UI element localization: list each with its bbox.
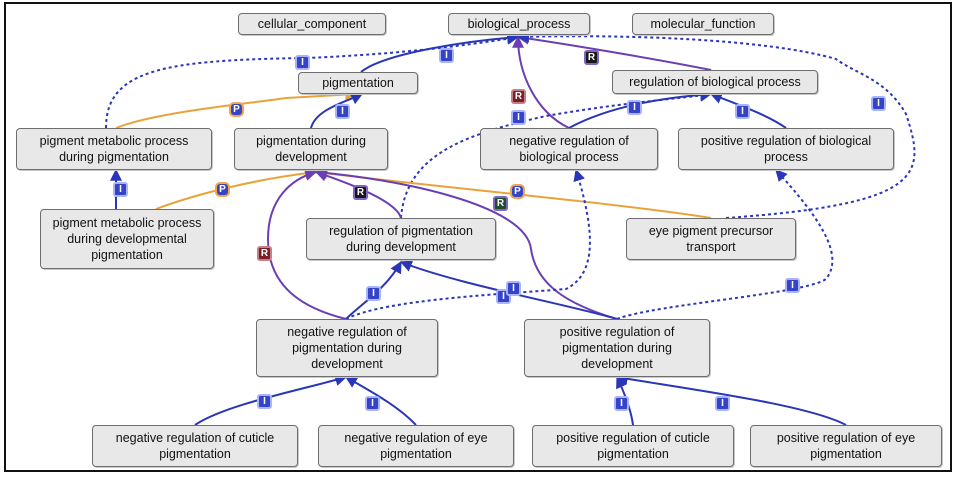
node-regulation-of-pigmentation-during-development[interactable]: regulation of pigmentation during develo…	[306, 218, 496, 260]
edge-part-of	[115, 88, 358, 129]
node-pigmentation[interactable]: pigmentation	[298, 72, 418, 94]
badge-is-a[interactable]: I	[735, 104, 750, 119]
badge-is-a[interactable]: I	[511, 110, 526, 125]
badge-is-a[interactable]: I	[365, 396, 380, 411]
edge-is-a	[310, 93, 364, 129]
badge-is-a[interactable]: I	[366, 286, 381, 301]
badge-positively-regulates[interactable]: R	[493, 196, 508, 211]
edge-part-of	[155, 167, 318, 210]
ontology-graph: cellular_component biological_process mo…	[4, 2, 952, 472]
node-pigmentation-during-development[interactable]: pigmentation during development	[234, 128, 388, 170]
node-negative-regulation-of-biological-process[interactable]: negative regulation of biological proces…	[480, 128, 658, 170]
node-negative-regulation-of-pigmentation-during-development[interactable]: negative regulation of pigmentation duri…	[256, 319, 438, 377]
node-pigment-metabolic-process-during-developmental-pigmentation[interactable]: pigment metabolic process during develop…	[40, 209, 214, 269]
badge-is-a[interactable]: I	[785, 278, 800, 293]
edge-is-a	[105, 32, 520, 129]
edge-regulates	[516, 32, 712, 71]
node-positive-regulation-of-biological-process[interactable]: positive regulation of biological proces…	[678, 128, 894, 170]
badge-is-a[interactable]: I	[439, 48, 454, 63]
edge-positively-regulates	[314, 166, 618, 320]
edge-negatively-regulates	[512, 35, 570, 129]
badge-is-a[interactable]: I	[614, 396, 629, 411]
badge-regulates[interactable]: R	[584, 50, 599, 65]
badge-is-a[interactable]: I	[335, 104, 350, 119]
badge-is-a[interactable]: I	[627, 100, 642, 115]
edge-is-a	[615, 372, 847, 426]
badge-is-a[interactable]: I	[715, 396, 730, 411]
node-pigment-metabolic-process-during-pigmentation[interactable]: pigment metabolic process during pigment…	[16, 128, 212, 170]
node-molecular-function[interactable]: molecular_function	[632, 13, 774, 35]
badge-is-a[interactable]: I	[295, 55, 310, 70]
badge-negatively-regulates[interactable]: R	[511, 89, 526, 104]
badge-is-a[interactable]: I	[506, 281, 521, 296]
edge-is-a	[344, 376, 417, 426]
node-negative-regulation-of-eye-pigmentation[interactable]: negative regulation of eye pigmentation	[318, 425, 514, 467]
node-positive-regulation-of-pigmentation-during-development[interactable]: positive regulation of pigmentation duri…	[524, 319, 710, 377]
node-regulation-of-biological-process[interactable]: regulation of biological process	[612, 70, 818, 94]
node-cellular-component[interactable]: cellular_component	[238, 13, 386, 35]
edge-layer	[105, 30, 916, 426]
edge-negatively-regulates	[266, 169, 347, 320]
node-eye-pigment-precursor-transport[interactable]: eye pigment precursor transport	[626, 218, 796, 260]
badge-negatively-regulates[interactable]: R	[257, 246, 272, 261]
badge-is-a[interactable]: I	[257, 394, 272, 409]
node-positive-regulation-of-cuticle-pigmentation[interactable]: positive regulation of cuticle pigmentat…	[532, 425, 734, 467]
node-biological-process[interactable]: biological_process	[448, 13, 590, 35]
edge-is-a	[709, 92, 787, 129]
node-positive-regulation-of-eye-pigmentation[interactable]: positive regulation of eye pigmentation	[750, 425, 942, 467]
badge-is-a[interactable]: I	[871, 96, 886, 111]
edge-is-a	[616, 169, 834, 320]
edge-is-a	[345, 168, 591, 320]
edge-is-a	[516, 30, 916, 219]
node-negative-regulation-of-cuticle-pigmentation[interactable]: negative regulation of cuticle pigmentat…	[92, 425, 298, 467]
badge-part-of[interactable]: P	[215, 182, 230, 197]
badge-part-of[interactable]: P	[229, 102, 244, 117]
badge-part-of[interactable]: P	[510, 184, 525, 199]
edge-is-a	[400, 89, 713, 219]
badge-is-a[interactable]: I	[113, 182, 128, 197]
badge-regulates[interactable]: R	[353, 185, 368, 200]
